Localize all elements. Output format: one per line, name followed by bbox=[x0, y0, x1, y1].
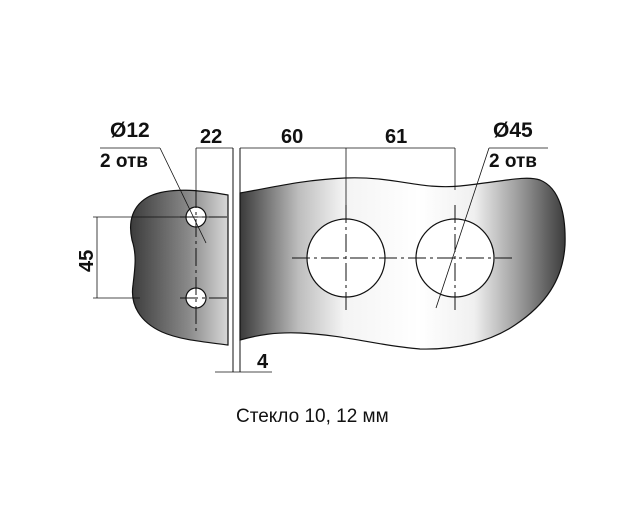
caption: Стекло 10, 12 мм bbox=[236, 406, 389, 427]
label-60: 60 bbox=[281, 126, 303, 148]
label-61: 61 bbox=[385, 126, 407, 148]
label-small-diameter: Ø12 bbox=[110, 119, 150, 142]
label-small-count: 2 отв bbox=[100, 151, 148, 172]
label-large-diameter: Ø45 bbox=[493, 119, 533, 142]
label-22: 22 bbox=[200, 126, 222, 148]
leader-large-hole bbox=[435, 147, 490, 309]
label-4: 4 bbox=[257, 351, 269, 373]
label-45: 45 bbox=[76, 250, 98, 272]
main-plate bbox=[239, 177, 566, 350]
label-large-count: 2 отв bbox=[489, 151, 537, 172]
leader-small-hole bbox=[159, 147, 207, 244]
left-plate bbox=[129, 189, 229, 346]
